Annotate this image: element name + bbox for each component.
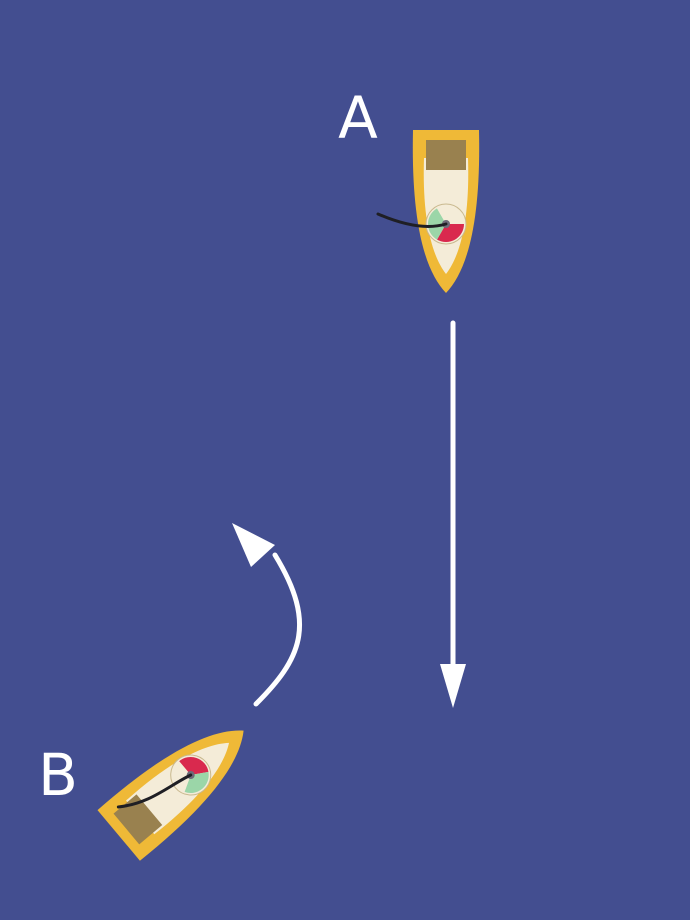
motorboat-icon	[376, 130, 480, 293]
boat-label-a: A	[338, 84, 378, 152]
straight-arrow-icon	[440, 320, 466, 708]
boat-label-b: B	[38, 741, 78, 809]
boat-a	[376, 130, 480, 293]
boat-b	[97, 730, 244, 861]
curved-arrow-icon	[232, 523, 302, 707]
motorboat-icon	[97, 730, 244, 861]
